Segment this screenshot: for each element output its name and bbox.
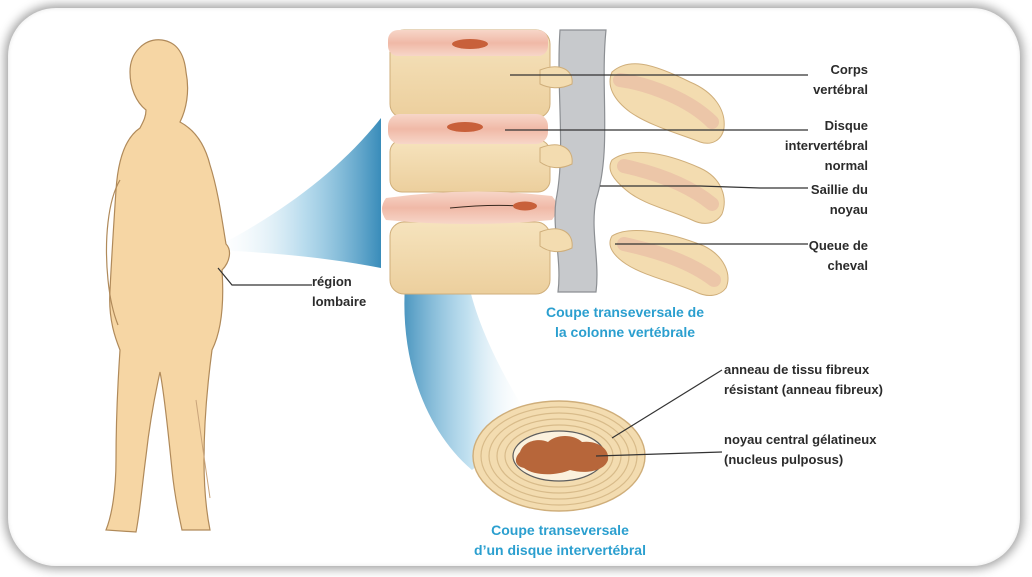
label-region-line1: région: [312, 272, 392, 292]
label-disque-line2: intervertébral: [740, 136, 868, 156]
caption-coupe-disque: Coupe transeversale d’un disque interver…: [420, 520, 700, 560]
label-queue-cheval: Queue de cheval: [740, 236, 868, 276]
vertebral-column: [382, 30, 728, 295]
caption-colonne-line2: la colonne vertébrale: [490, 322, 760, 342]
label-disque-line1: Disque: [740, 116, 868, 136]
label-saillie-noyau: Saillie du noyau: [740, 180, 868, 220]
vertebra-body-2: [390, 140, 550, 192]
label-region-line2: lombaire: [312, 292, 392, 312]
label-saillie-line2: noyau: [740, 200, 868, 220]
label-anneau-fibreux: anneau de tissu fibreux résistant (annea…: [724, 360, 954, 400]
label-anneau-line2: résistant (anneau fibreux): [724, 380, 954, 400]
caption-coupe-colonne: Coupe transeversale de la colonne vertéb…: [490, 302, 760, 342]
label-disque-intervertebral: Disque intervertébral normal: [740, 116, 868, 176]
label-anneau-line1: anneau de tissu fibreux: [724, 360, 954, 380]
label-saillie-line1: Saillie du: [740, 180, 868, 200]
label-disque-line3: normal: [740, 156, 868, 176]
label-queue-line1: Queue de: [740, 236, 868, 256]
label-corps-line2: vertébral: [740, 80, 868, 100]
human-silhouette: [106, 40, 229, 532]
label-corps-line1: Corps: [740, 60, 868, 80]
label-noyau-line2: (nucleus pulposus): [724, 450, 954, 470]
caption-disque-line1: Coupe transeversale: [420, 520, 700, 540]
label-corps-vertebral: Corps vertébral: [740, 60, 868, 100]
disc-cross-section: [473, 401, 645, 511]
zoom-wedge-spine: [210, 118, 381, 268]
vertebra-body-3: [390, 222, 550, 294]
label-queue-line2: cheval: [740, 256, 868, 276]
label-noyau-line1: noyau central gélatineux: [724, 430, 954, 450]
caption-colonne-line1: Coupe transeversale de: [490, 302, 760, 322]
caption-disque-line2: d’un disque intervertébral: [420, 540, 700, 560]
label-noyau-central: noyau central gélatineux (nucleus pulpos…: [724, 430, 954, 470]
label-region-lombaire: région lombaire: [312, 272, 392, 312]
